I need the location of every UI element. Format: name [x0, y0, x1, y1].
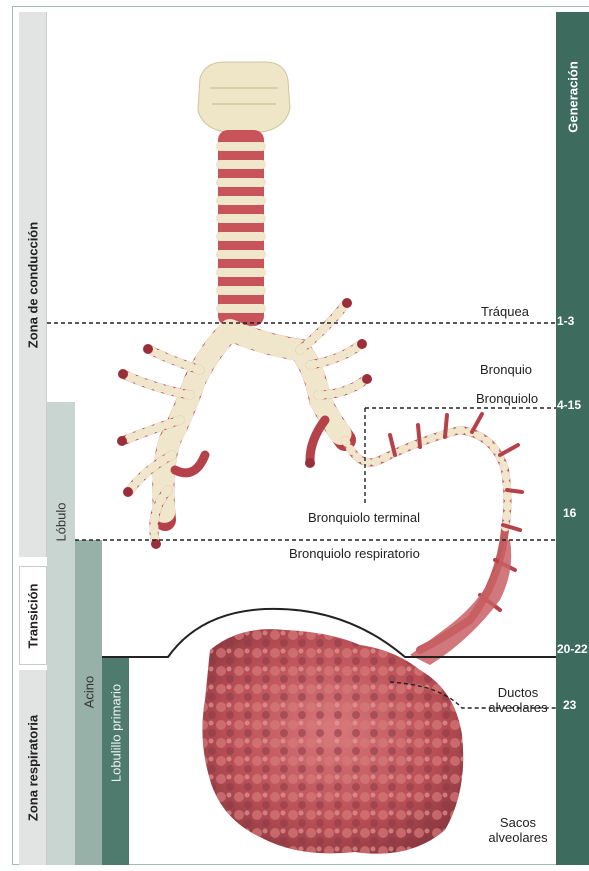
label-ductos-line2: alveolares [478, 700, 558, 715]
label-ductos-line1: Ductos [478, 685, 558, 700]
label-bronquio: Bronquio [480, 362, 532, 377]
bronchiole-shape [345, 414, 522, 650]
label-bronquiolo: Bronquiolo [476, 391, 538, 406]
generation-20-22: 20-22 [557, 642, 588, 656]
label-traquea: Tráquea [481, 304, 529, 319]
label-sacos-alveolares: Sacos alveolares [476, 815, 560, 845]
label-sacos-line1: Sacos [476, 815, 560, 830]
generation-1-3: 1-3 [557, 314, 574, 328]
label-bronquiolo-respiratorio: Bronquiolo respiratorio [289, 546, 420, 561]
label-sacos-line2: alveolares [476, 830, 560, 845]
trachea-shape [216, 130, 266, 326]
generation-16: 16 [563, 506, 576, 520]
generation-4-15: 4-15 [557, 398, 581, 412]
label-ductos-alveolares: Ductos alveolares [478, 685, 558, 715]
alveolar-sacs-cluster [202, 629, 463, 854]
larynx-shape [198, 62, 290, 132]
label-bronquiolo-terminal: Bronquiolo terminal [308, 510, 420, 525]
generation-23: 23 [563, 698, 576, 712]
